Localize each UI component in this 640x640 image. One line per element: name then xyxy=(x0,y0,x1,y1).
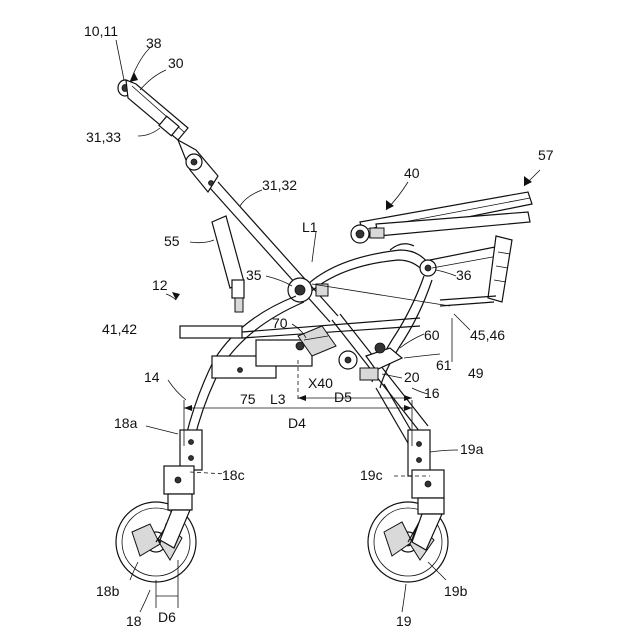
handle-grip xyxy=(118,80,188,140)
handle-joint xyxy=(178,140,218,192)
label-18b: 18b xyxy=(96,583,120,599)
backrest xyxy=(212,216,244,312)
lock-assembly xyxy=(339,343,402,380)
label-19: 19 xyxy=(396,613,412,629)
label-45-46: 45,46 xyxy=(470,327,505,343)
callout-arrows xyxy=(130,72,532,300)
label-38: 38 xyxy=(146,35,162,51)
label-D4: D4 xyxy=(288,415,306,431)
label-16: 16 xyxy=(424,385,440,401)
label-X40: X40 xyxy=(308,375,333,391)
label-75: 75 xyxy=(240,391,256,407)
label-18a: 18a xyxy=(114,415,138,431)
ref-18c-line xyxy=(190,472,226,474)
label-36: 36 xyxy=(456,267,472,283)
label-19c: 19c xyxy=(360,467,383,483)
label-30: 30 xyxy=(168,55,184,71)
label-D6: D6 xyxy=(158,609,176,625)
label-31-32: 31,32 xyxy=(262,177,297,193)
label-31-33: 31,33 xyxy=(86,129,121,145)
label-41-42: 41,42 xyxy=(102,321,137,337)
label-10-11: 10,11 xyxy=(84,23,118,39)
label-55: 55 xyxy=(164,233,180,249)
label-40: 40 xyxy=(404,165,420,181)
label-20: 20 xyxy=(404,369,420,385)
label-14: 14 xyxy=(144,369,160,385)
label-12: 12 xyxy=(152,277,168,293)
label-18c: 18c xyxy=(222,467,245,483)
basket-frame xyxy=(312,236,512,306)
label-60: 60 xyxy=(424,327,440,343)
rear-leg xyxy=(372,276,432,476)
label-57: 57 xyxy=(538,147,554,163)
label-L1: L1 xyxy=(302,219,318,235)
label-19a: 19a xyxy=(460,441,484,457)
label-61: 61 xyxy=(436,357,452,373)
label-49: 49 xyxy=(468,365,484,381)
label-18: 18 xyxy=(126,613,142,629)
label-35: 35 xyxy=(246,267,262,283)
label-D5: D5 xyxy=(334,389,352,405)
label-70: 70 xyxy=(272,315,288,331)
label-L3: L3 xyxy=(270,391,286,407)
canopy-arm xyxy=(351,192,532,243)
label-19b: 19b xyxy=(444,583,468,599)
